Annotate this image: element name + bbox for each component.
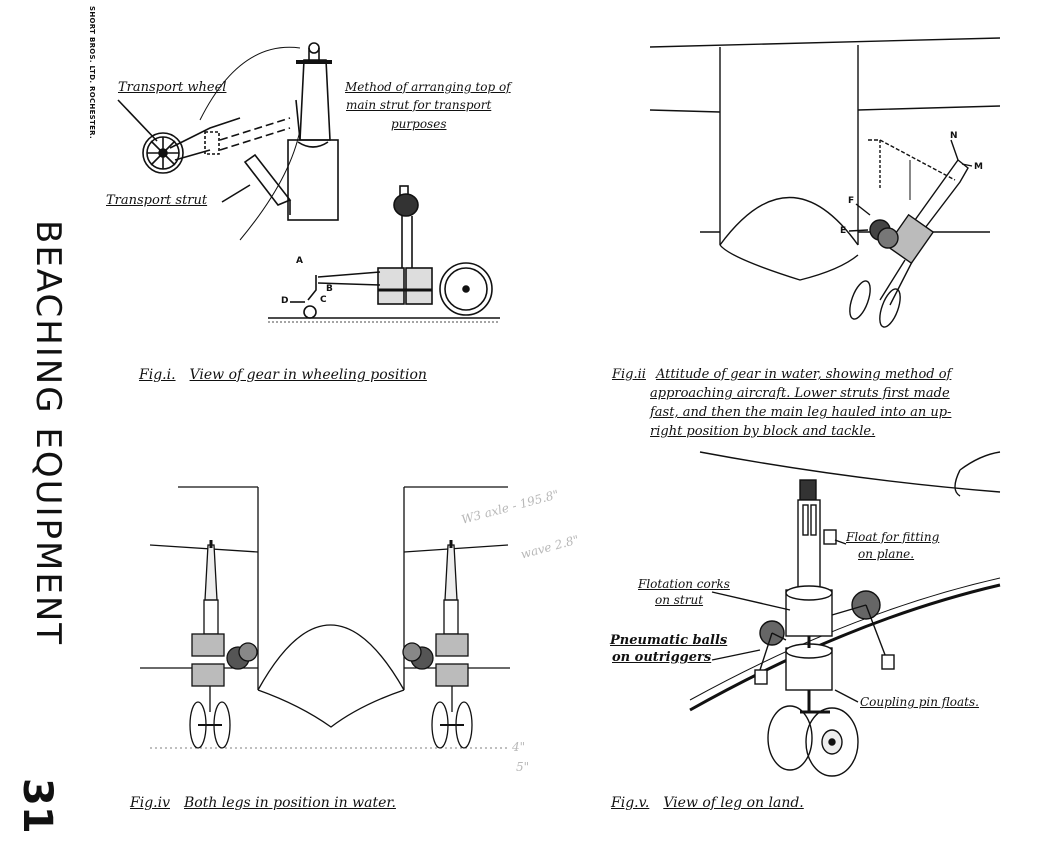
fig2-caption-line4: right position by block and tackle. [650, 424, 876, 439]
fig1-note-line2: main strut for transport [346, 98, 492, 112]
pencil-note-3: 4" [512, 740, 526, 754]
fig2-letter-m: M [974, 162, 983, 172]
fig1-caption-number: Fig.i. [139, 367, 176, 383]
fig2-caption-number: Fig.ii [612, 367, 646, 382]
fig5-caption-number: Fig.v. [611, 795, 650, 811]
fig2-caption-line3: fast, and then the main leg hauled into … [650, 405, 952, 420]
fig1-letter-d: D [281, 296, 289, 306]
fig5-label-corks: Flotation corks [638, 577, 730, 591]
fig2-caption-line2: approaching aircraft. Lower struts first… [650, 386, 950, 401]
label-transport-strut: Transport strut [106, 193, 208, 208]
fig5-label-corks-2: on strut [655, 593, 704, 607]
fig2-caption-line1: Attitude of gear in water, showing metho… [655, 367, 952, 382]
pencil-note-4: 5" [516, 760, 530, 774]
fig5-label-coupling: Coupling pin floats. [860, 695, 979, 709]
fig5-label-float: Float for fitting [846, 530, 940, 544]
fig5-caption-text: View of leg on land. [663, 795, 804, 811]
fig2-letter-e: E [840, 226, 847, 236]
fig2-letter-n: N [950, 131, 958, 141]
fig1-letter-b: B [326, 284, 333, 294]
fig1-caption: Fig.i. View of gear in wheeling position [139, 367, 427, 383]
fig5-label-float-2: on plane. [858, 547, 915, 561]
fig5-label-balls-2: on outriggers [612, 650, 712, 665]
fig5-caption: Fig.v. View of leg on land. [611, 795, 804, 811]
fig1-note-line1: Method of arranging top of [345, 80, 511, 94]
fig1-letter-a: A [296, 256, 303, 266]
fig5-label-balls: Pneumatic balls [610, 633, 728, 648]
label-transport-wheel: Transport wheel [118, 80, 227, 95]
fig4-caption-number: Fig.iv [130, 795, 170, 811]
fig4-caption-text: Both legs in position in water. [184, 795, 396, 811]
fig2-letter-f: F [848, 196, 855, 206]
fig4-caption: Fig.iv Both legs in position in water. [130, 795, 396, 811]
fig1-caption-text: View of gear in wheeling position [189, 367, 427, 383]
fig1-note-line3: purposes [391, 117, 447, 131]
fig1-letter-c: C [320, 295, 327, 305]
fig2-caption: Fig.ii Attitude of gear in water, showing… [612, 365, 951, 441]
